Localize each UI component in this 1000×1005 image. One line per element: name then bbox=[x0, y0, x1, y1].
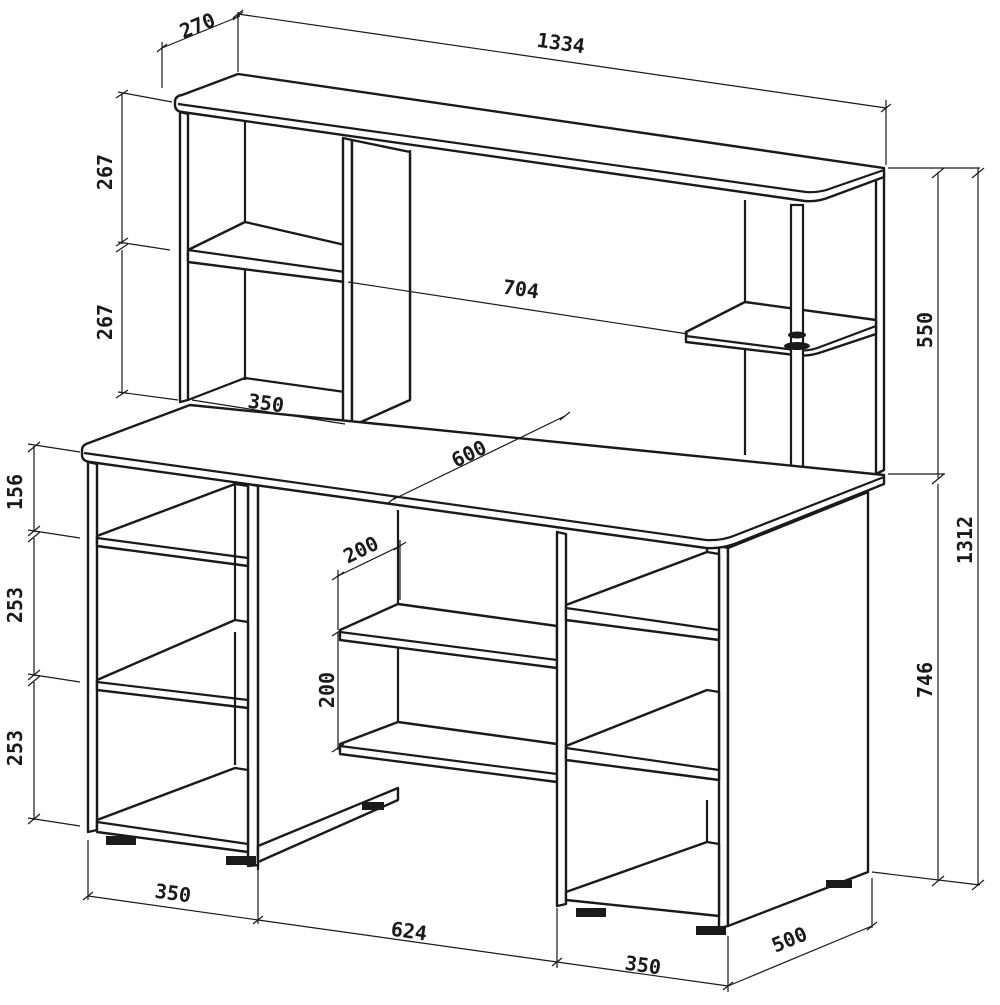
dim-line-left-sections bbox=[27, 443, 81, 827]
label-hutch-inner-span: 704 bbox=[501, 275, 540, 304]
dim-line-total-width bbox=[237, 13, 887, 165]
dim-line-hutch-sections bbox=[117, 91, 179, 401]
hutch-top-board-front-edge bbox=[177, 102, 885, 194]
label-total-width: 1334 bbox=[535, 28, 586, 58]
left-pedestal-outer-side bbox=[86, 460, 99, 834]
dim-ticks-heights-right bbox=[931, 167, 985, 891]
left-bottom-edge bbox=[96, 820, 249, 846]
dim-line-bottom-widths bbox=[87, 840, 729, 992]
dim-ticks-desk-height bbox=[931, 875, 945, 887]
left-shelf-1-edge bbox=[96, 536, 249, 560]
desk-top-board bbox=[80, 403, 886, 550]
dim-ticks-total-width bbox=[232, 9, 892, 113]
desk bbox=[80, 403, 886, 935]
foot-back-left bbox=[362, 802, 384, 810]
right-pedestal-outer-side bbox=[726, 490, 870, 928]
right-bottom-board bbox=[564, 840, 721, 918]
hutch-right-side-panel bbox=[874, 168, 886, 476]
label-hutch-upper-section: 267 bbox=[93, 154, 117, 190]
dim-line-hutch-inner-span bbox=[347, 281, 689, 335]
left-pedestal-inner-side bbox=[246, 482, 260, 868]
label-left-bottom-section: 253 bbox=[3, 730, 27, 766]
dimension-lines bbox=[27, 9, 985, 992]
foot-back-right bbox=[826, 880, 852, 888]
desk-top-front-edge bbox=[83, 451, 885, 542]
right-shelf-2 bbox=[564, 688, 721, 782]
left-shelf-2 bbox=[95, 618, 250, 710]
dim-ticks-hutch-sections bbox=[115, 89, 129, 399]
right-pedestal-front-side bbox=[717, 544, 730, 930]
dim-ticks-desk-depth bbox=[866, 921, 878, 931]
right-shelf-1-edge bbox=[565, 606, 720, 632]
pole-ring-top bbox=[788, 331, 806, 339]
label-total-height: 1312 bbox=[953, 516, 977, 564]
label-knee-space-width: 624 bbox=[389, 917, 428, 946]
left-shelf-1 bbox=[95, 482, 250, 568]
label-left-middle-section: 253 bbox=[3, 587, 27, 623]
label-desk-depth: 500 bbox=[768, 922, 810, 958]
label-middle-shelf-height: 200 bbox=[315, 672, 339, 708]
dim-ticks-desk-inner-depth bbox=[386, 411, 571, 505]
dim-ticks-left-sections bbox=[27, 441, 41, 825]
foot-front-left-inner bbox=[226, 856, 256, 865]
dim-ticks-hutch-depth bbox=[156, 11, 244, 53]
dim-line-heights-right bbox=[871, 167, 981, 886]
label-hutch-depth: 270 bbox=[176, 8, 218, 44]
foot-front-right-inner bbox=[576, 908, 606, 917]
middle-shelf-bottom bbox=[338, 720, 559, 784]
left-plinth bbox=[256, 786, 400, 864]
dim-line-desk-inner-depth bbox=[391, 415, 566, 501]
label-left-pedestal-width: 350 bbox=[153, 879, 192, 908]
dim-ticks-middle-shelf bbox=[331, 541, 407, 753]
hutch-left-bottom bbox=[187, 376, 346, 402]
hutch-left-shelf bbox=[186, 220, 347, 284]
right-shelf-1 bbox=[564, 550, 721, 642]
left-bottom-board bbox=[95, 766, 250, 854]
foot-front-left bbox=[106, 836, 136, 845]
middle-shelf-top-edge bbox=[339, 630, 558, 662]
dim-ticks-bottom-widths bbox=[82, 891, 734, 991]
label-left-top-section: 156 bbox=[3, 474, 27, 510]
pole-ring-bottom bbox=[784, 342, 810, 350]
left-shelf-2-edge bbox=[96, 680, 249, 702]
label-hutch-height: 550 bbox=[913, 312, 937, 348]
right-shelf-2-edge bbox=[565, 746, 720, 772]
dim-line-hutch-compartment bbox=[191, 399, 346, 425]
dim-line-middle-shelf bbox=[337, 540, 401, 750]
label-right-pedestal-width: 350 bbox=[623, 951, 662, 980]
label-hutch-lower-section: 267 bbox=[93, 304, 117, 340]
hutch-left-shelf-edge bbox=[187, 248, 346, 274]
hutch-middle-board-side bbox=[350, 138, 412, 428]
right-pedestal-inner-side bbox=[555, 530, 568, 908]
label-desk-height: 746 bbox=[913, 662, 937, 698]
hutch-top-board bbox=[173, 72, 886, 203]
label-middle-shelf-depth: 200 bbox=[339, 531, 382, 568]
foot-front-right bbox=[696, 926, 726, 935]
dim-line-desk-depth bbox=[727, 878, 873, 987]
label-hutch-compartment-width: 350 bbox=[246, 389, 285, 418]
middle-shelf-bottom-edge bbox=[339, 744, 558, 776]
dim-line-hutch-depth bbox=[161, 12, 241, 88]
